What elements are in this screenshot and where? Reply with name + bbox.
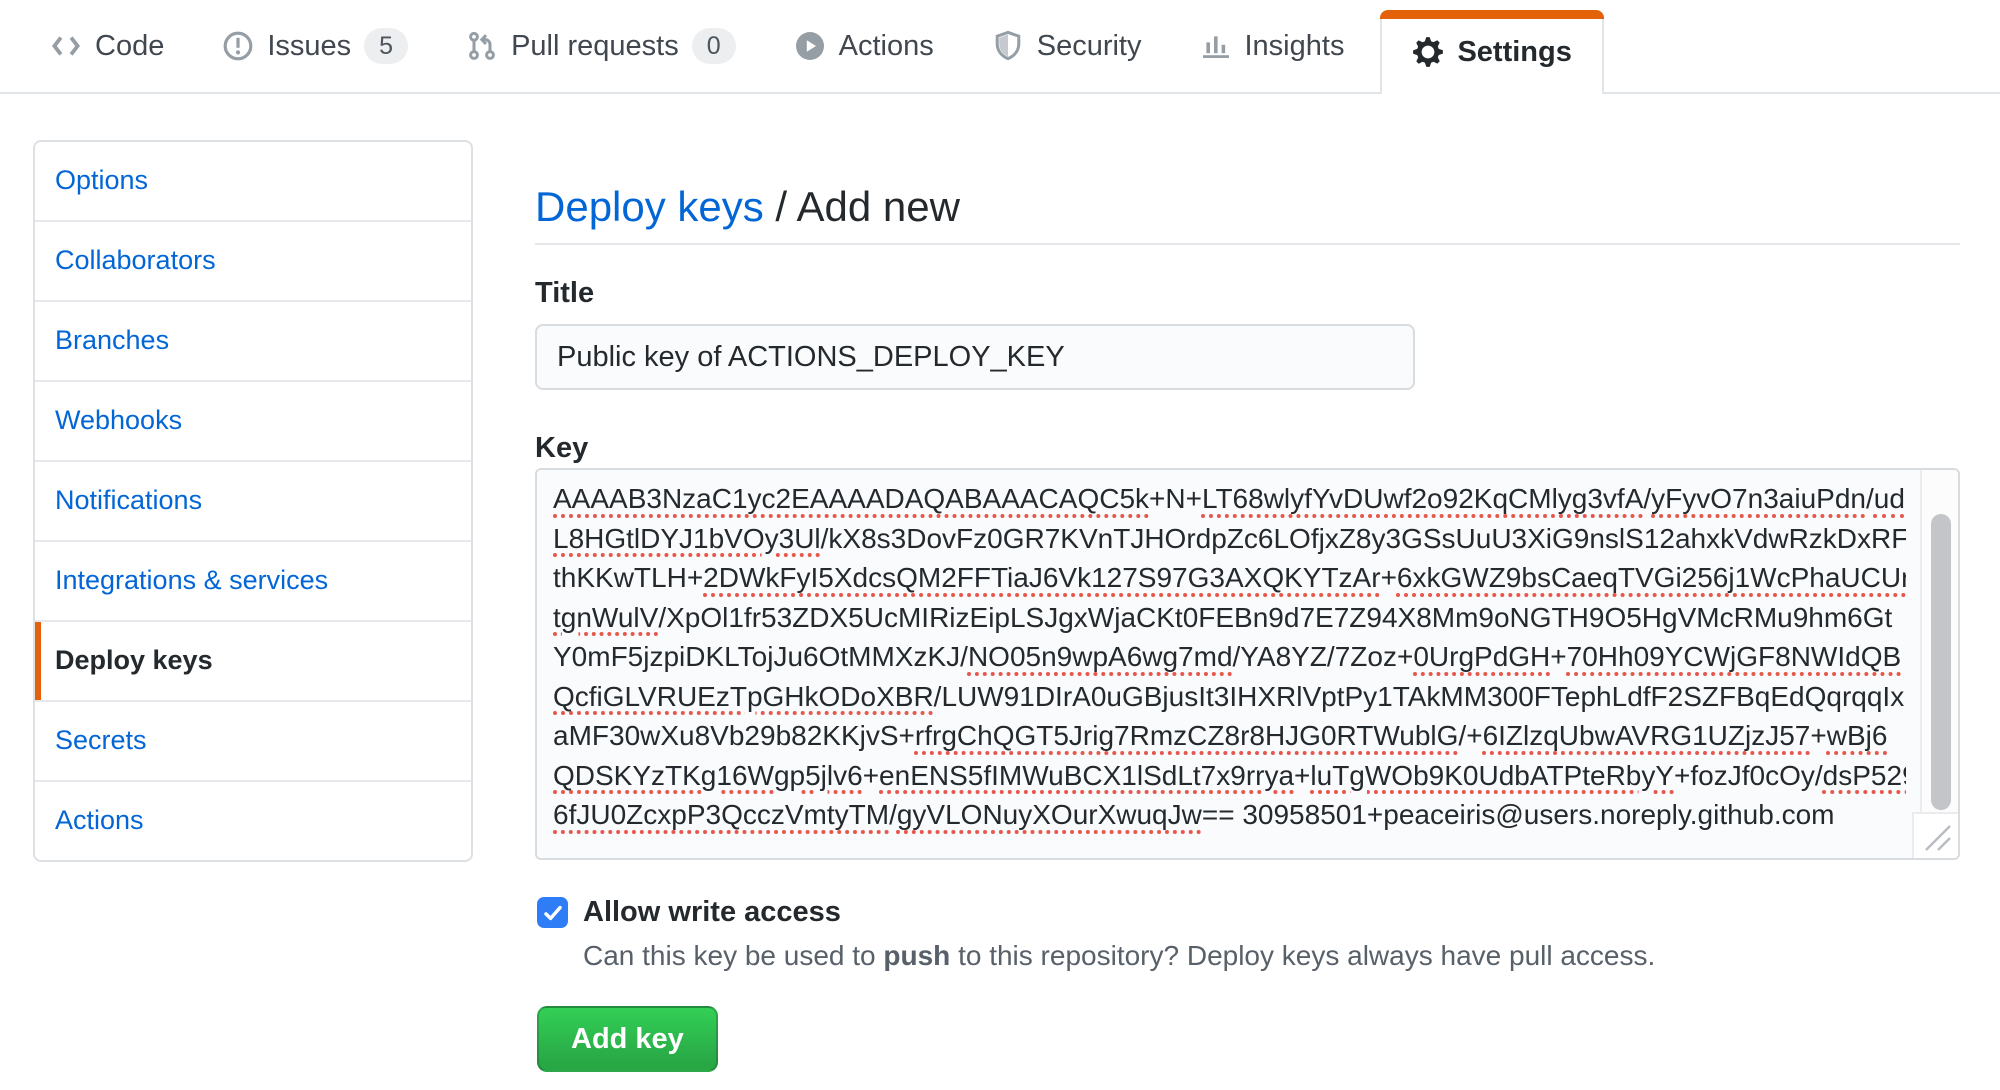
graph-icon	[1200, 30, 1232, 62]
issue-opened-icon	[222, 30, 254, 62]
pull-request-icon	[466, 30, 498, 62]
tab-label: Issues	[267, 29, 352, 62]
key-textarea-content[interactable]: AAAAB3NzaC1yc2EAAAADAQABAAACAQC5k+N+LT68…	[553, 483, 1906, 830]
issues-count-badge: 5	[364, 28, 409, 64]
breadcrumb-current: Add new	[796, 182, 960, 230]
allow-write-label[interactable]: Allow write access	[583, 896, 841, 928]
title-input[interactable]	[535, 324, 1415, 390]
tab-label: Insights	[1244, 29, 1345, 62]
tab-label: Pull requests	[511, 29, 679, 62]
sidebar-item-collaborators[interactable]: Collaborators	[35, 220, 471, 300]
sidebar-item-integrations-services[interactable]: Integrations & services	[35, 540, 471, 620]
tab-label: Actions	[838, 29, 934, 62]
key-scrollbar-thumb[interactable]	[1931, 514, 1951, 810]
title-label: Title	[535, 277, 595, 309]
tab-insights[interactable]: Insights	[1178, 0, 1367, 92]
sidebar-item-deploy-keys[interactable]: Deploy keys	[35, 620, 471, 700]
shield-icon	[992, 30, 1024, 62]
tab-security[interactable]: Security	[970, 0, 1164, 92]
deploy-keys-link[interactable]: Deploy keys	[535, 182, 764, 230]
tab-settings[interactable]: Settings	[1380, 10, 1605, 94]
code-icon	[50, 30, 82, 62]
pull-requests-count-badge: 0	[691, 28, 736, 64]
settings-sidebar: Options Collaborators Branches Webhooks …	[33, 140, 473, 862]
tab-label: Security	[1036, 29, 1142, 62]
sidebar-item-secrets[interactable]: Secrets	[35, 700, 471, 780]
tab-code[interactable]: Code	[28, 0, 186, 92]
resize-handle-icon[interactable]	[1912, 812, 1958, 858]
sidebar-item-notifications[interactable]: Notifications	[35, 460, 471, 540]
tab-label: Settings	[1457, 35, 1572, 68]
main-content: Deploy keys / Add new Title Key AAAAB3Nz…	[535, 140, 1960, 1090]
tab-pull-requests[interactable]: Pull requests 0	[444, 0, 758, 92]
tab-issues[interactable]: Issues 5	[200, 0, 430, 92]
repo-nav: Code Issues 5 Pull requests 0 Actions Se…	[0, 0, 2000, 94]
heading-divider	[535, 243, 1960, 245]
add-key-button[interactable]: Add key	[537, 1006, 718, 1072]
sidebar-item-branches[interactable]: Branches	[35, 300, 471, 380]
gear-icon	[1412, 35, 1444, 69]
tab-label: Code	[95, 29, 165, 62]
checkmark-icon	[543, 905, 562, 920]
key-textarea[interactable]: AAAAB3NzaC1yc2EAAAADAQABAAACAQC5k+N+LT68…	[535, 468, 1960, 860]
breadcrumb-separator: /	[763, 182, 797, 230]
sidebar-item-actions[interactable]: Actions	[35, 780, 471, 860]
page-title: Deploy keys / Add new	[535, 183, 960, 231]
sidebar-item-options[interactable]: Options	[55, 165, 149, 195]
play-icon	[794, 30, 826, 62]
allow-write-checkbox[interactable]	[537, 897, 568, 928]
allow-write-row: Allow write access	[537, 896, 841, 929]
write-access-help: Can this key be used to push to this rep…	[583, 940, 1656, 971]
key-scrollbar-track[interactable]	[1920, 470, 1958, 814]
key-label: Key	[535, 432, 589, 464]
sidebar-item-webhooks[interactable]: Webhooks	[35, 380, 471, 460]
tab-actions[interactable]: Actions	[772, 0, 956, 92]
